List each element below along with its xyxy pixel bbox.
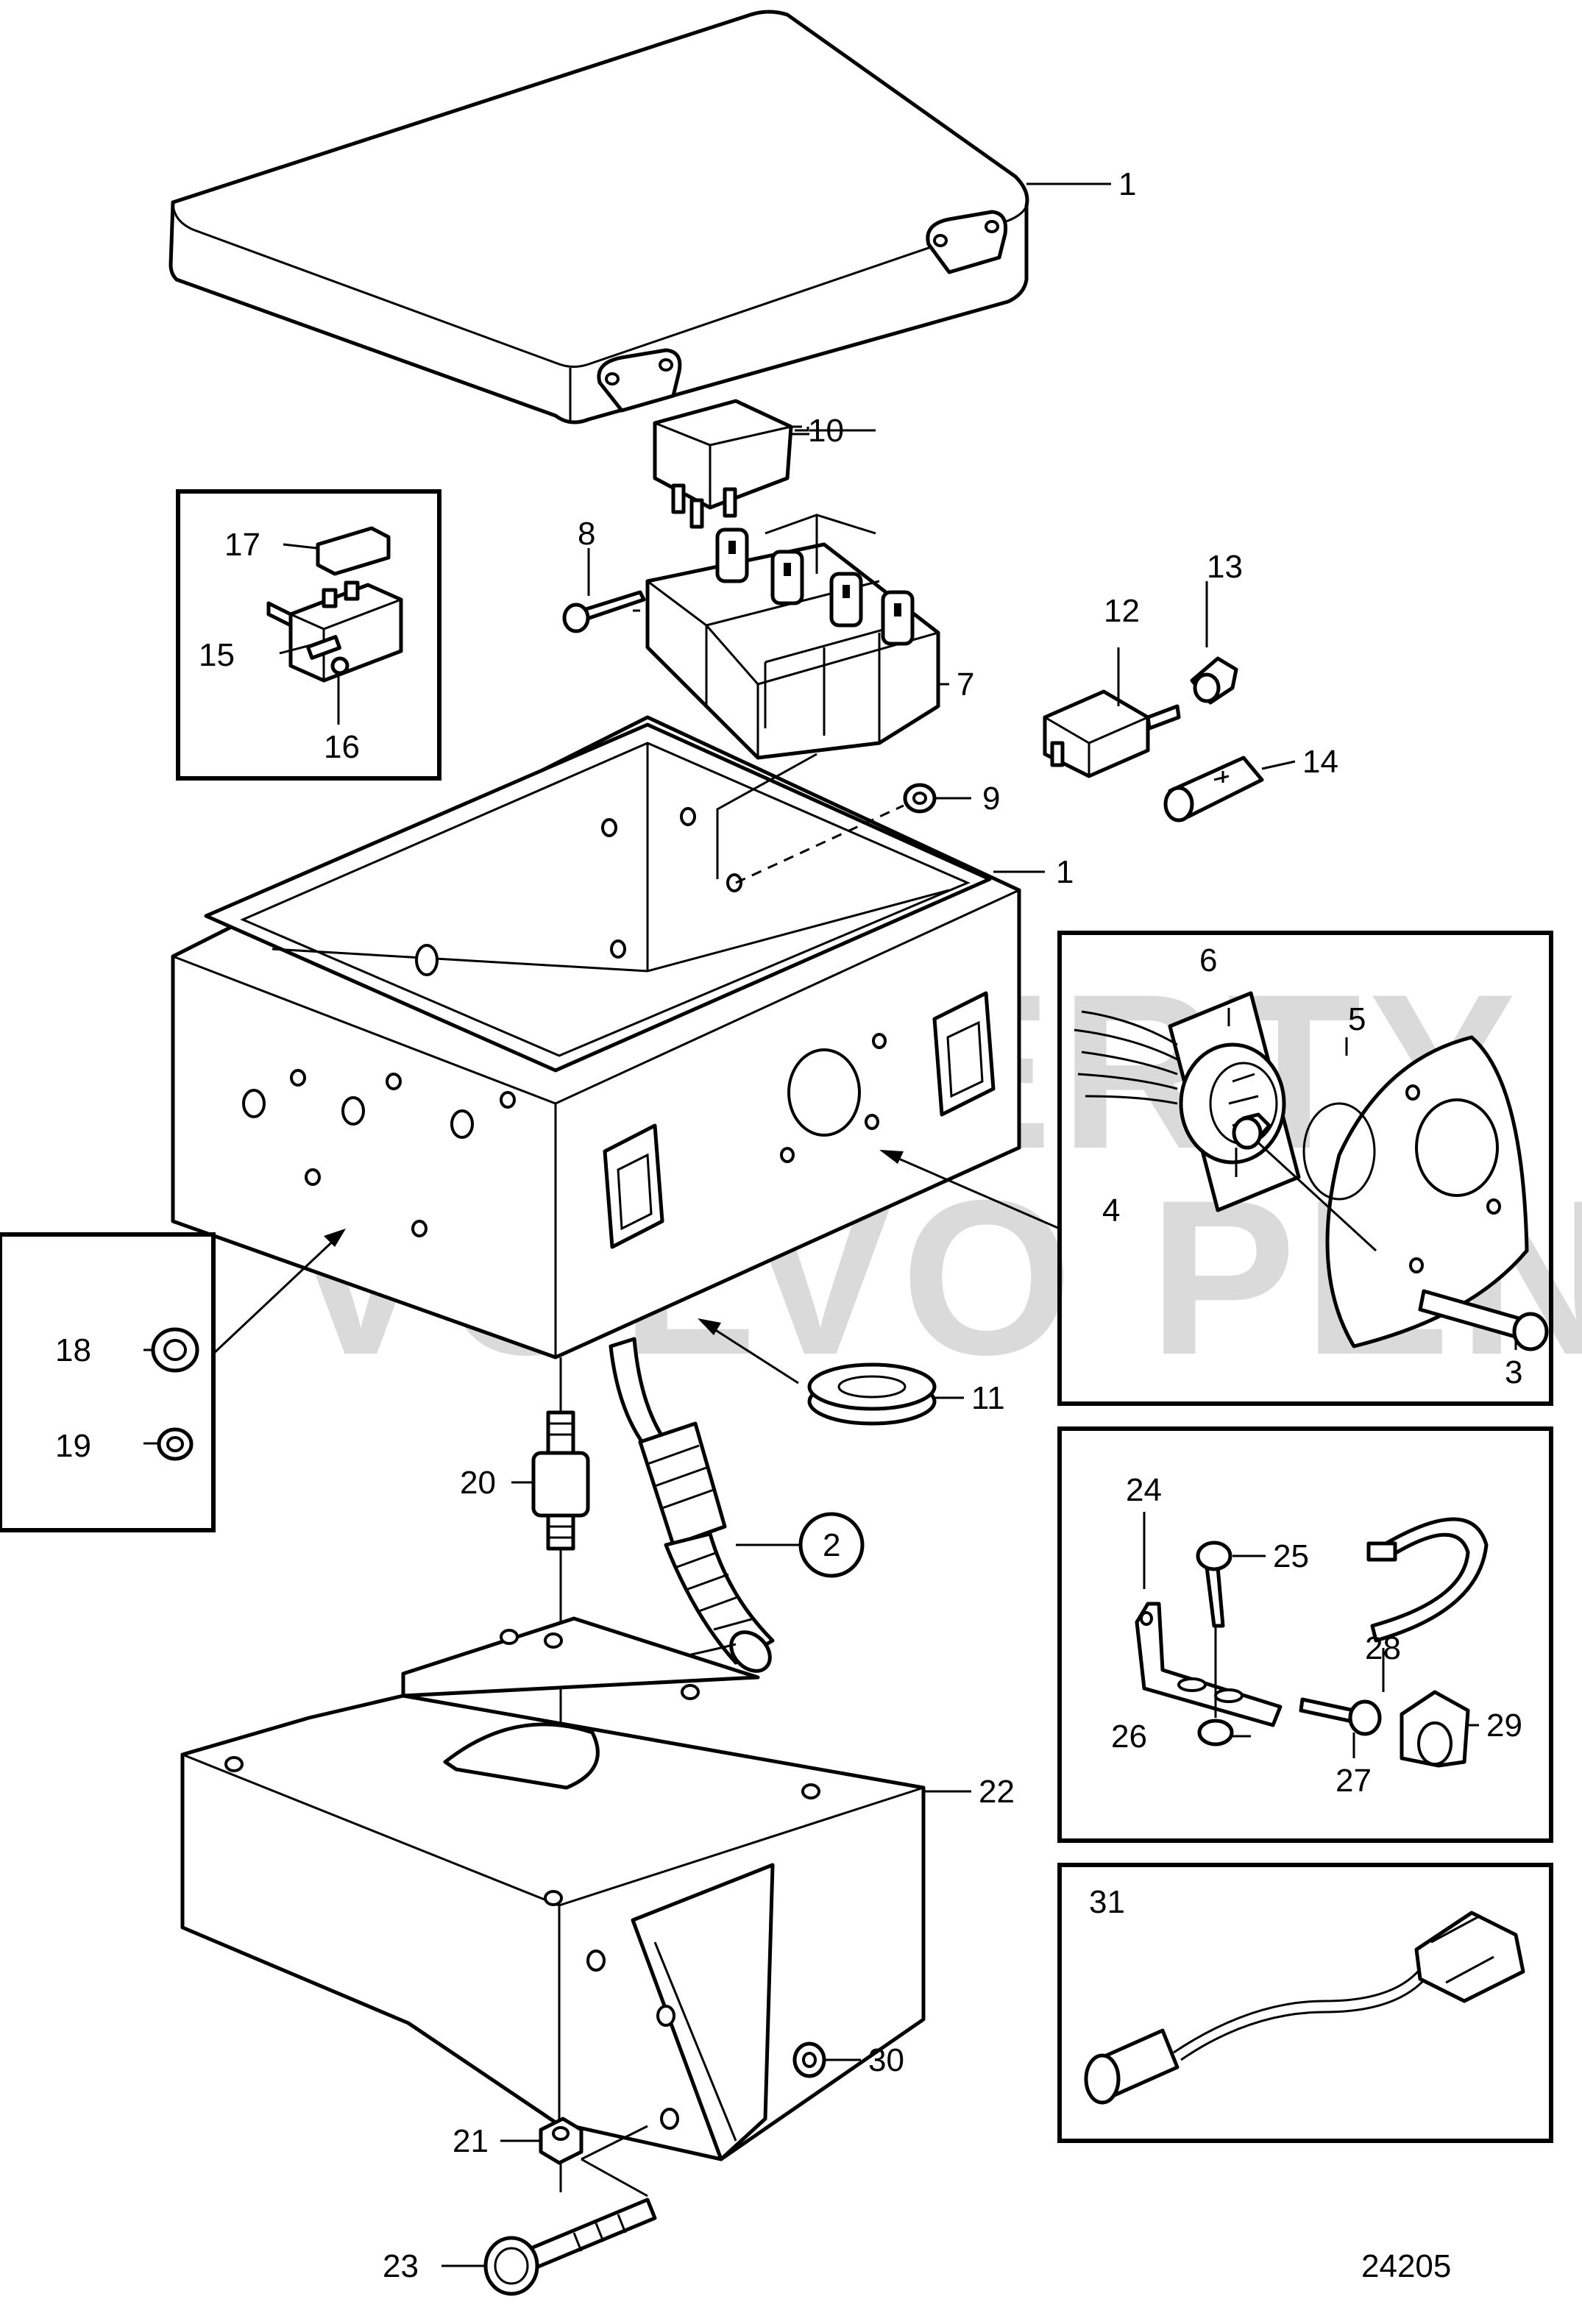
leader-lines — [143, 182, 1517, 2267]
inset-relay-holder — [176, 489, 441, 781]
callout-9: 9 — [982, 781, 1000, 817]
callout-3: 3 — [1505, 1354, 1522, 1390]
callout-14: 14 — [1302, 744, 1338, 780]
callout-19: 19 — [55, 1428, 91, 1464]
diode-part-14 — [1163, 756, 1264, 822]
mounting-bracket-part-22 — [180, 1616, 926, 2161]
callout-2: 2 — [823, 1527, 840, 1563]
callout-20: 20 — [460, 1465, 496, 1501]
callout-26: 26 — [1111, 1719, 1147, 1755]
callout-21: 21 — [453, 2123, 489, 2159]
callout-29: 29 — [1486, 1708, 1522, 1744]
nut-part-30 — [792, 2042, 826, 2078]
callout-12: 12 — [1104, 593, 1140, 629]
inset-grommets — [0, 1232, 216, 1532]
fuse-holder-block-part-7 — [645, 527, 940, 760]
callout-1b: 1 — [1056, 854, 1074, 890]
bolt-part-23 — [483, 2125, 657, 2296]
callout-5: 5 — [1348, 1001, 1366, 1037]
callout-7: 7 — [957, 667, 974, 703]
grommet-part-11 — [807, 1362, 937, 1426]
inset-clamps — [1057, 1426, 1553, 1843]
callout-labels: 1 10 17 8 12 13 15 7 16 14 9 1 6 5 4 3 1… — [55, 166, 1522, 2284]
callout-6: 6 — [1199, 942, 1217, 978]
nut-part-9 — [716, 753, 937, 884]
flasher-part-12 — [1043, 689, 1181, 778]
callout-28: 28 — [1365, 1630, 1401, 1666]
callout-22: 22 — [979, 1774, 1015, 1810]
callout-10: 10 — [808, 413, 844, 449]
junction-box-main — [171, 715, 1021, 1360]
callout-13: 13 — [1207, 549, 1243, 585]
callout-1a: 1 — [1118, 166, 1136, 202]
callout-30: 30 — [868, 2042, 904, 2078]
lid-part-1 — [169, 10, 1029, 424]
callout-27: 27 — [1336, 1763, 1372, 1799]
inset-connector — [1057, 931, 1553, 1406]
callout-11: 11 — [971, 1380, 1005, 1416]
callout-25: 25 — [1273, 1538, 1309, 1574]
callout-15: 15 — [199, 637, 235, 673]
figure-number: 24205 — [1361, 2248, 1451, 2284]
callout-8: 8 — [578, 516, 595, 552]
callout-4: 4 — [1102, 1193, 1120, 1229]
callout-31: 31 — [1089, 1884, 1125, 1920]
screw-part-8 — [562, 590, 646, 633]
relay-part-10 — [653, 399, 793, 529]
bulb-part-13 — [1190, 656, 1238, 705]
cable-harness-part-2 — [609, 1337, 775, 1673]
callout-16: 16 — [324, 729, 360, 765]
callout-17: 17 — [224, 527, 260, 563]
callout-23: 23 — [383, 2248, 419, 2284]
inset-adapter-cable — [1057, 1863, 1553, 2143]
nut-part-21 — [539, 2117, 584, 2192]
callout-24: 24 — [1126, 1472, 1162, 1508]
callout-18: 18 — [55, 1332, 91, 1368]
